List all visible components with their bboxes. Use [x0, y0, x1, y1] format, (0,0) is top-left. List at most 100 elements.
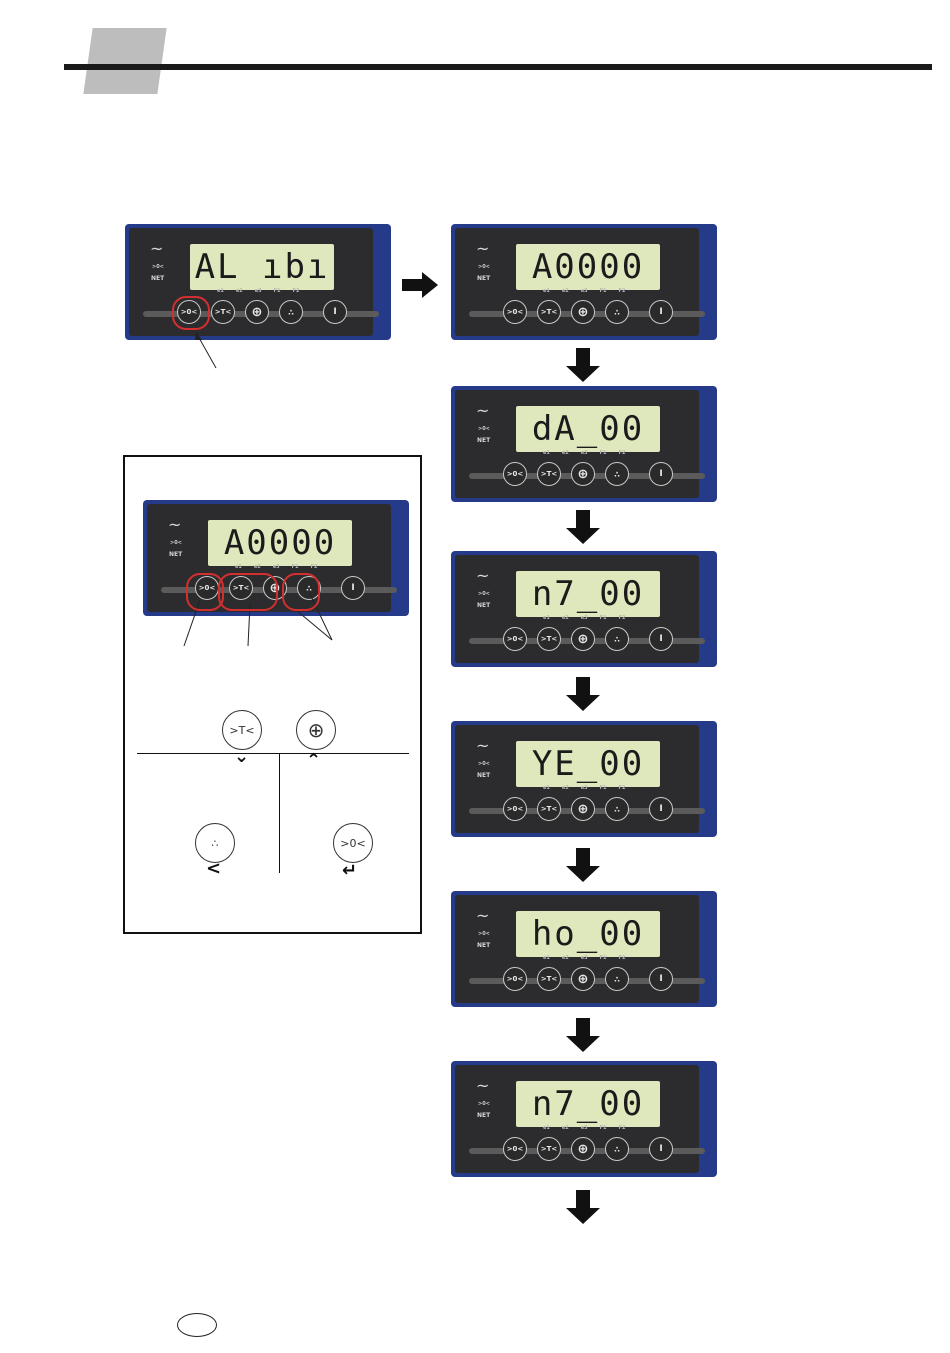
- power-button[interactable]: I: [341, 576, 365, 600]
- led-label: e3: [580, 615, 588, 621]
- net-indicator: NET: [477, 942, 491, 949]
- highlight-ring: [172, 296, 210, 330]
- highlight-ring: [282, 573, 320, 611]
- led-label: e3: [580, 450, 588, 456]
- lcd-display: ho_00: [516, 911, 660, 957]
- led-label: e1: [543, 785, 550, 791]
- dots-button[interactable]: ∴: [605, 1137, 629, 1161]
- tare-button[interactable]: >T<: [537, 627, 561, 651]
- plus-button[interactable]: ⊕: [245, 300, 269, 324]
- led-label: e1: [543, 955, 550, 961]
- led-label: F2: [310, 564, 318, 570]
- led-label: e2: [561, 955, 569, 961]
- led-label: e3: [254, 288, 262, 294]
- tare-button[interactable]: >T<: [211, 300, 235, 324]
- net-indicator: NET: [477, 437, 491, 444]
- power-button[interactable]: I: [323, 300, 347, 324]
- arrow-down-icon: [566, 1018, 600, 1052]
- tare-button[interactable]: >T<: [229, 576, 253, 600]
- arrow-down-icon: [566, 1190, 600, 1224]
- power-button[interactable]: I: [649, 300, 673, 324]
- plus-button[interactable]: ⊕: [571, 300, 595, 324]
- arrow-down-icon: [566, 848, 600, 882]
- arrow-down-icon: [566, 348, 600, 382]
- zero-indicator: >0<: [478, 1101, 490, 1107]
- net-indicator: NET: [169, 551, 183, 558]
- power-button[interactable]: I: [649, 627, 673, 651]
- highlight-ring: [218, 573, 278, 611]
- lcd-display: A0000: [516, 244, 660, 290]
- dots-button[interactable]: ∴: [605, 797, 629, 821]
- stability-icon: ~: [476, 239, 490, 258]
- net-indicator: NET: [477, 275, 491, 282]
- power-button[interactable]: I: [649, 967, 673, 991]
- led-label: e2: [561, 615, 569, 621]
- led-label: e1: [543, 615, 550, 621]
- dots-button[interactable]: ∴: [605, 967, 629, 991]
- power-button[interactable]: I: [649, 797, 673, 821]
- net-indicator: NET: [477, 1112, 491, 1119]
- stability-icon: ~: [476, 736, 490, 755]
- led-label: F1: [599, 288, 607, 294]
- zero-button[interactable]: >0<: [503, 300, 527, 324]
- led-label: F2: [292, 288, 300, 294]
- tare-button[interactable]: >T<: [537, 300, 561, 324]
- tare-button[interactable]: >T<: [537, 462, 561, 486]
- arrow-down-icon: [566, 510, 600, 544]
- page-number-circle: [177, 1313, 217, 1337]
- dots-button[interactable]: ∴: [605, 627, 629, 651]
- zero-button[interactable]: >0<: [503, 462, 527, 486]
- led-label: F1: [599, 785, 607, 791]
- dots-button[interactable]: ∴: [279, 300, 303, 324]
- tare-button[interactable]: >T<: [537, 967, 561, 991]
- tare-button[interactable]: >T<: [537, 1137, 561, 1161]
- led-label: F2: [618, 955, 626, 961]
- led-label: F2: [618, 1125, 626, 1131]
- led-label: e1: [543, 450, 550, 456]
- net-indicator: NET: [477, 772, 491, 779]
- zero-button[interactable]: >0<: [503, 797, 527, 821]
- header-rule: [64, 64, 932, 70]
- led-label: F1: [273, 288, 281, 294]
- led-label: e2: [561, 1125, 569, 1131]
- led-label: e1: [543, 288, 550, 294]
- plus-button[interactable]: ⊕: [571, 627, 595, 651]
- led-label: e3: [272, 564, 280, 570]
- left-arrow-icon: <: [206, 858, 222, 879]
- led-label: e3: [580, 785, 588, 791]
- dots-button[interactable]: ∴: [605, 462, 629, 486]
- power-button[interactable]: I: [649, 462, 673, 486]
- net-indicator: NET: [477, 602, 491, 609]
- power-button[interactable]: I: [649, 1137, 673, 1161]
- led-label: F2: [618, 615, 626, 621]
- zero-button[interactable]: >0<: [503, 627, 527, 651]
- stability-icon: ~: [476, 401, 490, 420]
- dots-button[interactable]: ∴: [605, 300, 629, 324]
- lcd-display: YE_00: [516, 741, 660, 787]
- zero-indicator: >0<: [152, 264, 164, 270]
- enter-icon: ↵: [342, 860, 358, 881]
- zero-button[interactable]: >0<: [503, 1137, 527, 1161]
- plus-button[interactable]: ⊕: [571, 1137, 595, 1161]
- led-label: e1: [543, 1125, 550, 1131]
- led-label: F1: [599, 450, 607, 456]
- plus-button[interactable]: ⊕: [571, 967, 595, 991]
- highlight-ring: [186, 573, 224, 611]
- led-label: e2: [561, 785, 569, 791]
- tare-button[interactable]: >T<: [537, 797, 561, 821]
- plus-button[interactable]: ⊕: [571, 462, 595, 486]
- plus-button[interactable]: ⊕: [571, 797, 595, 821]
- zero-button[interactable]: >0<: [503, 967, 527, 991]
